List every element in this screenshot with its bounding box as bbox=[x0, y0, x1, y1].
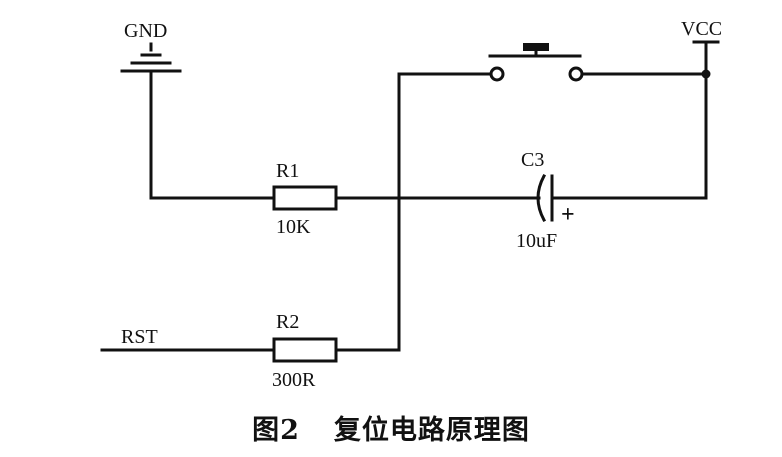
r2-value-label: 300R bbox=[272, 369, 316, 391]
rst-label: RST bbox=[121, 326, 158, 348]
gnd-label: GND bbox=[124, 20, 167, 42]
push-button-switch bbox=[488, 43, 584, 82]
r2-ref-label: R2 bbox=[276, 311, 299, 333]
r1-value-label: 10K bbox=[276, 216, 311, 238]
resistor-r2 bbox=[272, 337, 338, 363]
figure-number: 图2 bbox=[252, 415, 300, 446]
c3-polarity-mark: + bbox=[561, 202, 575, 228]
vcc-label: VCC bbox=[681, 18, 722, 40]
r1-ref-label: R1 bbox=[276, 160, 299, 182]
resistor-r1 bbox=[272, 185, 338, 211]
c3-value-label: 10uF bbox=[516, 230, 557, 252]
figure-title: 复位电路原理图 bbox=[333, 415, 530, 446]
figure-caption: 图2 复位电路原理图 bbox=[0, 408, 782, 447]
c3-ref-label: C3 bbox=[521, 149, 544, 171]
gnd-symbol bbox=[120, 42, 182, 200]
